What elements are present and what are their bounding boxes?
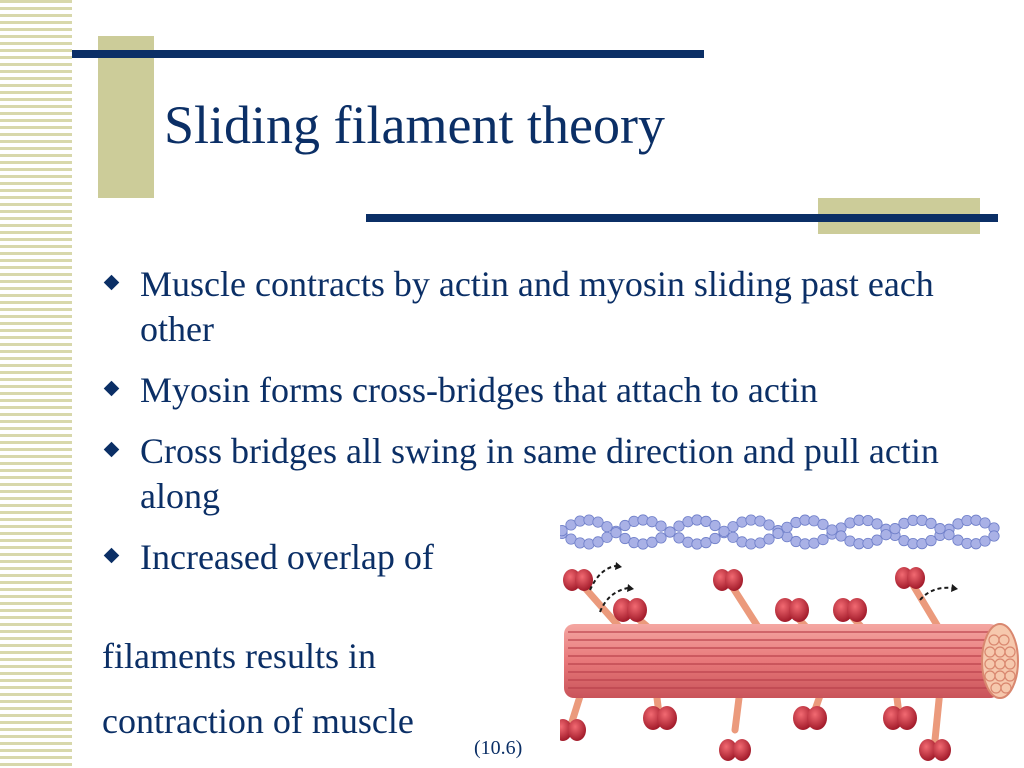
- actin-bead: [682, 516, 694, 528]
- actin-bead: [943, 529, 955, 541]
- actin-bead: [889, 523, 901, 535]
- actin-bead: [817, 533, 829, 546]
- actin-bead: [619, 519, 631, 532]
- actin-bead: [646, 516, 658, 528]
- title-accent-block: [98, 36, 154, 198]
- myosin-heads: [560, 567, 951, 761]
- bullet-item: Cross bridges all swing in same directio…: [102, 429, 990, 519]
- actin-bead: [619, 532, 631, 545]
- actin-bead: [718, 525, 730, 537]
- actin-bead: [709, 519, 721, 532]
- actin-bead: [871, 518, 883, 530]
- arrowhead-icon: [615, 562, 958, 592]
- actin-bead: [880, 529, 892, 541]
- actin-filament: [560, 514, 1000, 550]
- bullet-diamond-icon: [103, 441, 120, 458]
- actin-bead: [979, 517, 991, 529]
- actin-bead: [655, 520, 667, 532]
- actin-bead: [763, 519, 775, 531]
- movement-arrows: [589, 565, 953, 613]
- bullet-item: Myosin forms cross-bridges that attach t…: [102, 368, 1007, 413]
- actin-bead: [646, 536, 658, 548]
- actin-bead: [988, 530, 1000, 542]
- actin-bead: [592, 516, 604, 528]
- actin-bead: [682, 536, 694, 548]
- bullet-diamond-icon: [103, 380, 120, 397]
- bullet-diamond-icon: [103, 274, 120, 291]
- actin-bead: [673, 520, 685, 532]
- actin-bead: [763, 533, 775, 545]
- actin-bead: [601, 521, 613, 533]
- bullet-text: Muscle contracts by actin and myosin sli…: [140, 264, 934, 349]
- actin-bead: [772, 527, 784, 539]
- decorative-side-stripes: [0, 0, 72, 768]
- bullet-item: Muscle contracts by actin and myosin sli…: [102, 262, 1007, 352]
- actin-bead: [637, 514, 649, 526]
- bullet-text: Cross bridges all swing in same directio…: [140, 431, 939, 516]
- slide-title: Sliding filament theory: [164, 95, 665, 155]
- actin-bead: [781, 521, 793, 533]
- actin-bead: [592, 536, 604, 548]
- actin-bead: [655, 532, 667, 544]
- bottom-rule: [366, 214, 998, 222]
- actin-bead: [934, 523, 946, 535]
- figure-reference: (10.6): [474, 737, 523, 759]
- actin-bead: [610, 527, 622, 539]
- bullet-list: Muscle contracts by actin and myosin sli…: [102, 262, 1007, 596]
- bullet-text: Myosin forms cross-bridges that attach t…: [140, 370, 818, 410]
- actin-bead: [673, 532, 685, 544]
- actin-bead: [925, 535, 937, 547]
- continuation-line: contraction of muscle: [102, 701, 414, 741]
- bullet-item: Increased overlap of: [102, 535, 1007, 580]
- actin-bead: [709, 532, 721, 545]
- actin-bead: [664, 526, 676, 538]
- actin-bead: [979, 535, 991, 547]
- top-rule: [72, 50, 704, 58]
- actin-bead: [700, 515, 712, 527]
- actin-bead: [826, 524, 838, 536]
- actin-bead: [700, 537, 712, 549]
- actin-bead: [871, 534, 883, 546]
- sliding-filament-illustration: [560, 514, 1019, 761]
- bullet-text: Increased overlap of: [140, 537, 434, 577]
- actin-bead: [925, 517, 937, 529]
- actin-bead: [727, 531, 739, 543]
- continuation-line: filaments results in: [102, 636, 376, 676]
- actin-bead: [817, 518, 829, 531]
- actin-bead: [637, 538, 649, 550]
- actin-bead: [835, 530, 847, 542]
- actin-bead: [560, 525, 568, 537]
- bullet-diamond-icon: [103, 547, 120, 564]
- myosin-thick-filament: [564, 623, 1019, 699]
